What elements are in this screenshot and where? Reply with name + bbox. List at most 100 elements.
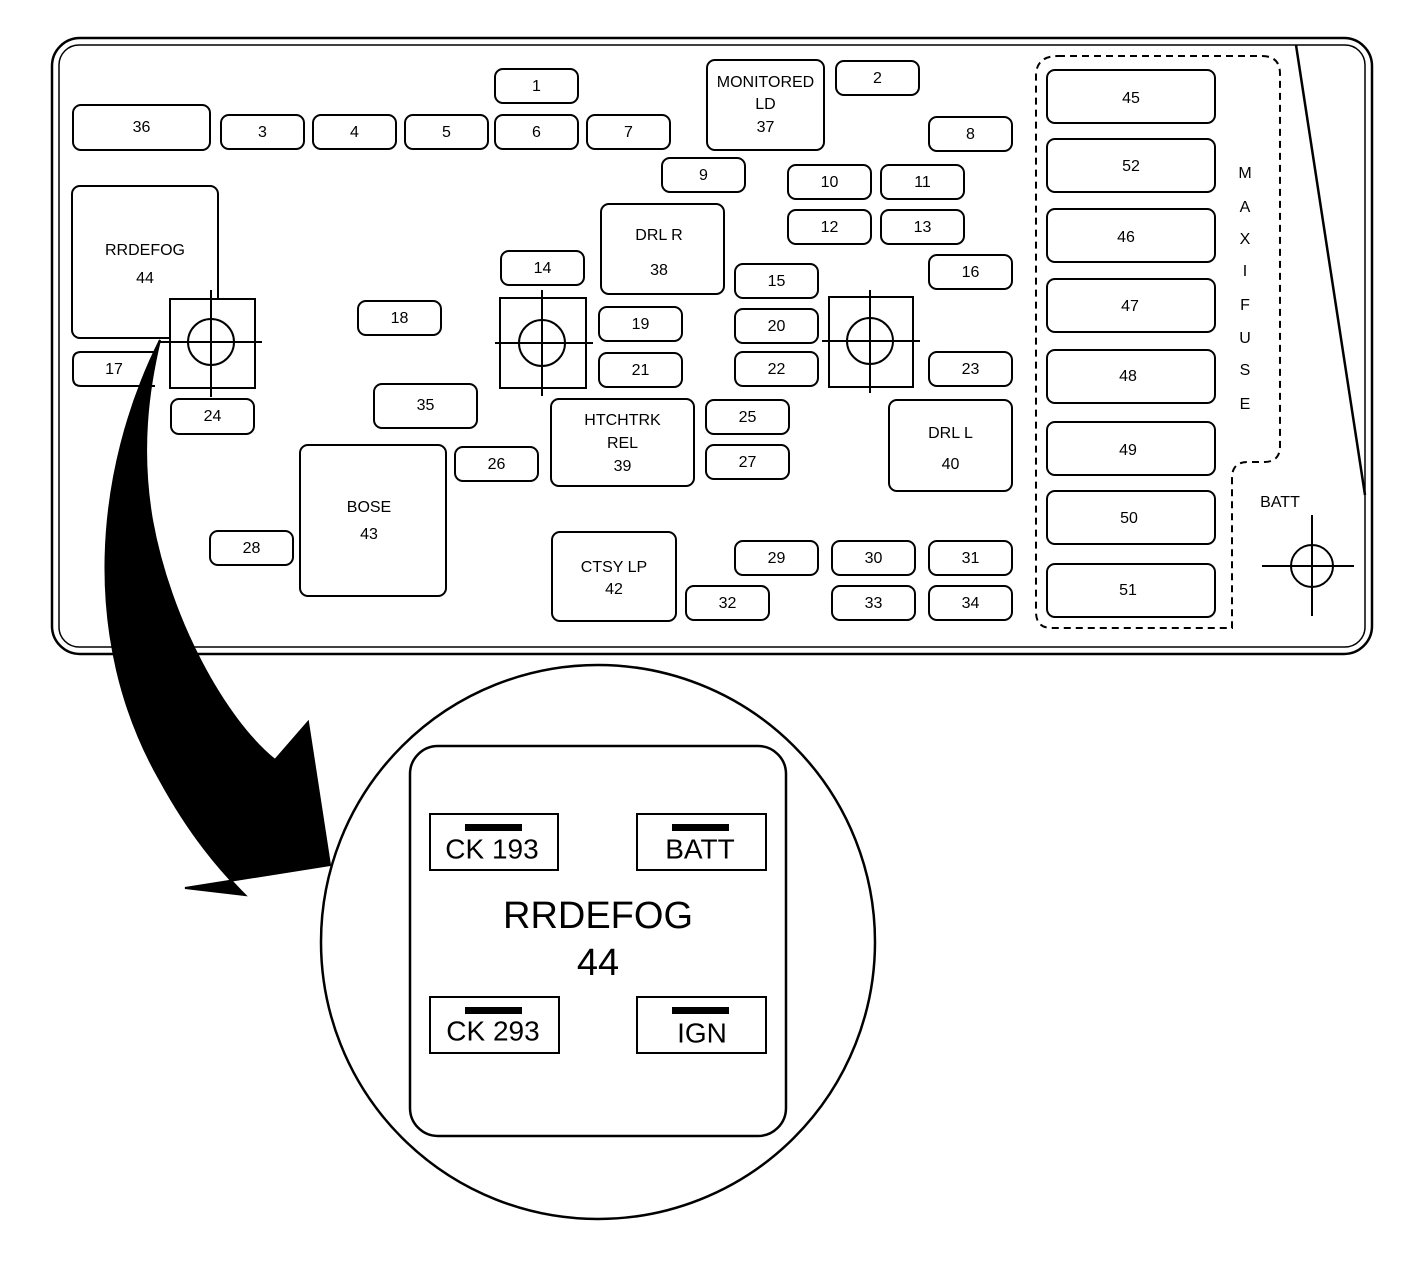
fuse-36[interactable]: 36	[72, 104, 211, 151]
relay-38-drl-r[interactable]: DRL R 38	[600, 203, 725, 295]
relay-43-bose[interactable]: BOSE 43	[299, 444, 447, 597]
relay-37-number: 37	[757, 119, 775, 136]
fuse-21[interactable]: 21	[598, 352, 683, 388]
fuse-14[interactable]: 14	[500, 250, 585, 286]
fuse-3[interactable]: 3	[220, 114, 305, 150]
fuse-29-label: 29	[768, 550, 786, 567]
fuse-32-label: 32	[719, 595, 737, 612]
fuse-12-label: 12	[821, 219, 839, 236]
fuse-25-label: 25	[739, 409, 757, 426]
maxi-fuse-52[interactable]: 52	[1046, 138, 1216, 193]
fuse-2-label: 2	[873, 70, 882, 87]
fuse-5[interactable]: 5	[404, 114, 489, 150]
relay-44-number: 44	[136, 270, 154, 287]
fuse-18[interactable]: 18	[357, 300, 442, 336]
maxi-fuse-48[interactable]: 48	[1046, 349, 1216, 404]
maxi-letter: E	[1240, 396, 1251, 413]
fuse-23[interactable]: 23	[928, 351, 1013, 387]
fuse-26[interactable]: 26	[454, 446, 539, 482]
fuse-32[interactable]: 32	[685, 585, 770, 621]
fuse-31-label: 31	[962, 550, 980, 567]
fuse-27[interactable]: 27	[705, 444, 790, 480]
maxi-fuse-51-label: 51	[1119, 582, 1137, 599]
relay-40-number: 40	[942, 456, 960, 473]
maxi-fuse-46[interactable]: 46	[1046, 208, 1216, 263]
fuse-34[interactable]: 34	[928, 585, 1013, 621]
detail-terminal-ck293: CK 293	[429, 996, 560, 1054]
relay-42-number: 42	[605, 581, 623, 598]
fuse-15[interactable]: 15	[734, 263, 819, 299]
fuse-9[interactable]: 9	[661, 157, 746, 193]
fuse-13[interactable]: 13	[880, 209, 965, 245]
detail-terminal-ck193: CK 193	[429, 813, 559, 871]
fuse-23-label: 23	[962, 361, 980, 378]
fuse-29[interactable]: 29	[734, 540, 819, 576]
relay-40-drl-l[interactable]: DRL L 40	[888, 399, 1013, 492]
fuse-4[interactable]: 4	[312, 114, 397, 150]
fuse-35[interactable]: 35	[373, 383, 478, 429]
maxi-letter: X	[1240, 231, 1251, 248]
maxi-fuse-45[interactable]: 45	[1046, 69, 1216, 124]
maxi-fuse-50[interactable]: 50	[1046, 490, 1216, 545]
maxi-fuse-49[interactable]: 49	[1046, 421, 1216, 476]
fuse-4-label: 4	[350, 124, 359, 141]
relay-37-monitored-ld[interactable]: MONITORED LD 37	[706, 59, 825, 151]
panel-outer-border	[50, 36, 1374, 656]
fuse-25[interactable]: 25	[705, 399, 790, 435]
fuse-11-label: 11	[914, 174, 931, 191]
fuse-1[interactable]: 1	[494, 68, 579, 104]
relay-37-line2: LD	[755, 96, 775, 113]
fuse-7[interactable]: 7	[586, 114, 671, 150]
fuse-10-label: 10	[821, 174, 839, 191]
detail-terminal-ign-label: IGN	[677, 1017, 727, 1048]
fuse-6[interactable]: 6	[494, 114, 579, 150]
fuse-2[interactable]: 2	[835, 60, 920, 96]
relay-39-number: 39	[614, 458, 632, 475]
fuse-19[interactable]: 19	[598, 306, 683, 342]
fuse-24[interactable]: 24	[170, 398, 255, 435]
fuse-20-label: 20	[768, 318, 786, 335]
fuse-30-label: 30	[865, 550, 883, 567]
relay-42-ctsy-lp[interactable]: CTSY LP 42	[551, 531, 677, 622]
fuse-22[interactable]: 22	[734, 351, 819, 387]
fuse-17-label: 17	[105, 361, 123, 378]
detail-terminal-batt-label: BATT	[665, 833, 734, 864]
fuse-33[interactable]: 33	[831, 585, 916, 621]
fuse-20[interactable]: 20	[734, 308, 819, 344]
detail-relay-outline	[408, 744, 788, 1138]
fuse-30[interactable]: 30	[831, 540, 916, 576]
relay-43-number: 43	[360, 526, 378, 543]
panel-inner-border	[58, 44, 1366, 648]
detail-terminal-ck293-label: CK 293	[446, 1015, 539, 1046]
fuse-12[interactable]: 12	[787, 209, 872, 245]
fuse-28[interactable]: 28	[209, 530, 294, 566]
fuse-28-label: 28	[243, 540, 261, 557]
fuse-18-label: 18	[391, 310, 409, 327]
maxi-fuse-51[interactable]: 51	[1046, 563, 1216, 618]
fuse-8-label: 8	[966, 126, 975, 143]
fuse-33-label: 33	[865, 595, 883, 612]
detail-terminal-ign: IGN	[636, 996, 767, 1054]
detail-terminal-batt: BATT	[636, 813, 767, 871]
fuse-16[interactable]: 16	[928, 254, 1013, 290]
relay-39-line2: REL	[607, 435, 638, 452]
maxi-fuse-dashed-outline	[1035, 55, 1281, 629]
fuse-6-label: 6	[532, 124, 541, 141]
fuse-22-label: 22	[768, 361, 786, 378]
fuse-11[interactable]: 11	[880, 164, 965, 200]
fuse-3-label: 3	[258, 124, 267, 141]
maxi-fuse-47[interactable]: 47	[1046, 278, 1216, 333]
maxi-letter: M	[1238, 165, 1251, 182]
fuse-10[interactable]: 10	[787, 164, 872, 200]
detail-title: RRDEFOG	[503, 895, 693, 937]
mounting-hole-left	[158, 290, 262, 397]
relay-37-line1: MONITORED	[717, 74, 814, 91]
relay-39-htchtrk-rel[interactable]: HTCHTRK REL 39	[550, 398, 695, 487]
relay-42-name: CTSY LP	[581, 559, 647, 576]
maxi-fuse-50-label: 50	[1120, 510, 1138, 527]
fuse-17[interactable]: 17	[72, 351, 155, 387]
maxi-letter: F	[1240, 297, 1250, 314]
fuse-31[interactable]: 31	[928, 540, 1013, 576]
fuse-8[interactable]: 8	[928, 116, 1013, 152]
